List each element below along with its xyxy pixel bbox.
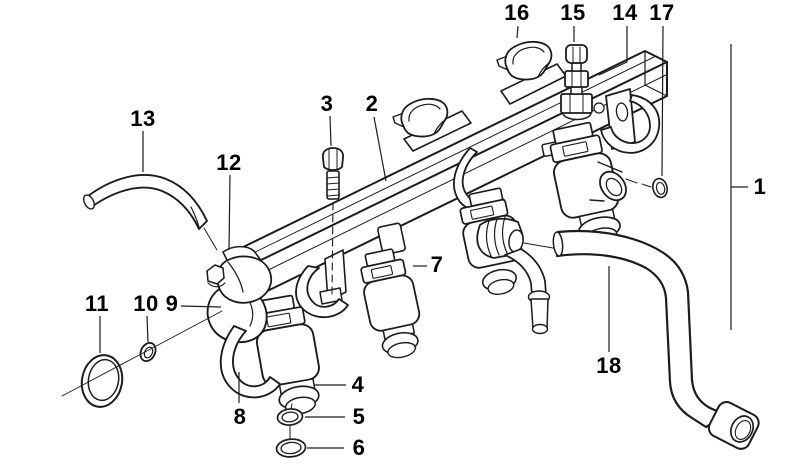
o-ring-5 [276,408,304,426]
assembly-axis-line [61,310,223,397]
callout-label-12: 12 [216,150,242,175]
hook-bracket-8 [219,325,281,399]
cable-clip-front [496,40,553,81]
leader-line-10 [146,315,149,343]
injector-1 [244,294,320,415]
end-clamp [206,245,273,304]
callout-label-6: 6 [352,435,366,460]
injector-2-socket [377,222,406,256]
hook-bracket-2 [295,265,349,319]
bolt [321,147,345,200]
o-ring-17 [652,177,668,199]
rail-mounting-lug [319,249,347,305]
leader-line-2 [373,116,387,182]
pressure-regulator [476,216,524,259]
injector-4-nozzle [589,161,652,202]
leader-line-17 [661,25,664,177]
leader-line-3 [329,115,332,147]
o-ring-6 [275,438,307,458]
callout-label-7: 7 [430,252,444,277]
regulator-hose-pointer [523,242,554,249]
leader-line-9 [180,305,222,308]
o-ring-10 [139,342,157,362]
callout-label-16: 16 [504,0,530,25]
seal-ring-11 [80,354,124,408]
callout-label-15: 15 [560,0,586,25]
cable-clip-rear [392,97,449,138]
callout-label-14: 14 [612,0,638,25]
callout-label-2: 2 [365,91,379,116]
leader-lines [99,25,748,449]
bolt-projection-line [331,202,334,295]
callout-label-8: 8 [233,404,247,429]
callout-label-1: 1 [753,174,767,199]
callout-label-11: 11 [84,291,110,316]
hose-18 [552,229,760,450]
leader-line-14 [598,26,628,76]
callout-label-17: 17 [649,0,675,25]
leader-line-16 [516,25,519,39]
callout-label-5: 5 [352,404,366,429]
callout-label-13: 13 [130,106,156,131]
callout-label-9: 9 [165,291,179,316]
callout-label-4: 4 [351,372,365,397]
vent-valve [560,44,593,121]
callout-label-10: 10 [133,291,159,316]
callout-label-18: 18 [596,353,622,378]
return-pipe [504,248,551,335]
hose-13 [82,174,218,251]
leader-line-12 [228,174,231,251]
injector-2 [360,248,421,359]
callout-label-3: 3 [320,91,334,116]
end-bracket [593,88,661,154]
